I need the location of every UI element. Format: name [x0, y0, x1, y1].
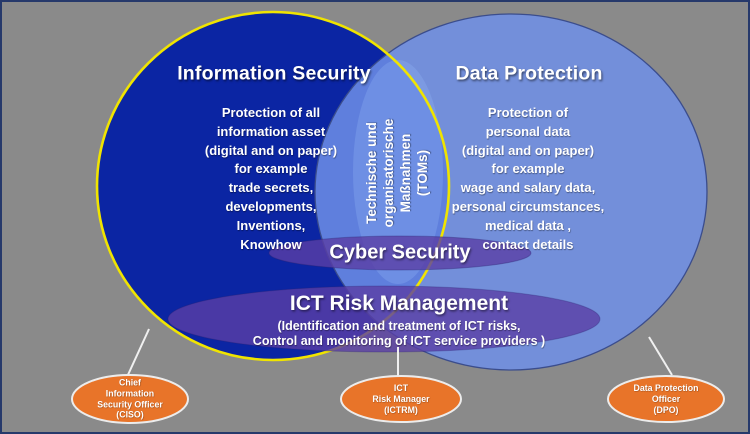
ciso-ellipse: [71, 374, 189, 424]
dpo-connector-line: [648, 336, 673, 376]
toms-ellipse: [353, 60, 443, 284]
dpo-ellipse: [607, 375, 725, 423]
ictrm-ellipse: [340, 375, 462, 423]
cyber-security-ellipse: [268, 235, 532, 271]
ict-risk-ellipse: [167, 285, 601, 353]
ciso-connector-line: [126, 328, 150, 378]
data-protection-circle: [314, 13, 708, 371]
info-security-circle-outline: [95, 10, 451, 362]
